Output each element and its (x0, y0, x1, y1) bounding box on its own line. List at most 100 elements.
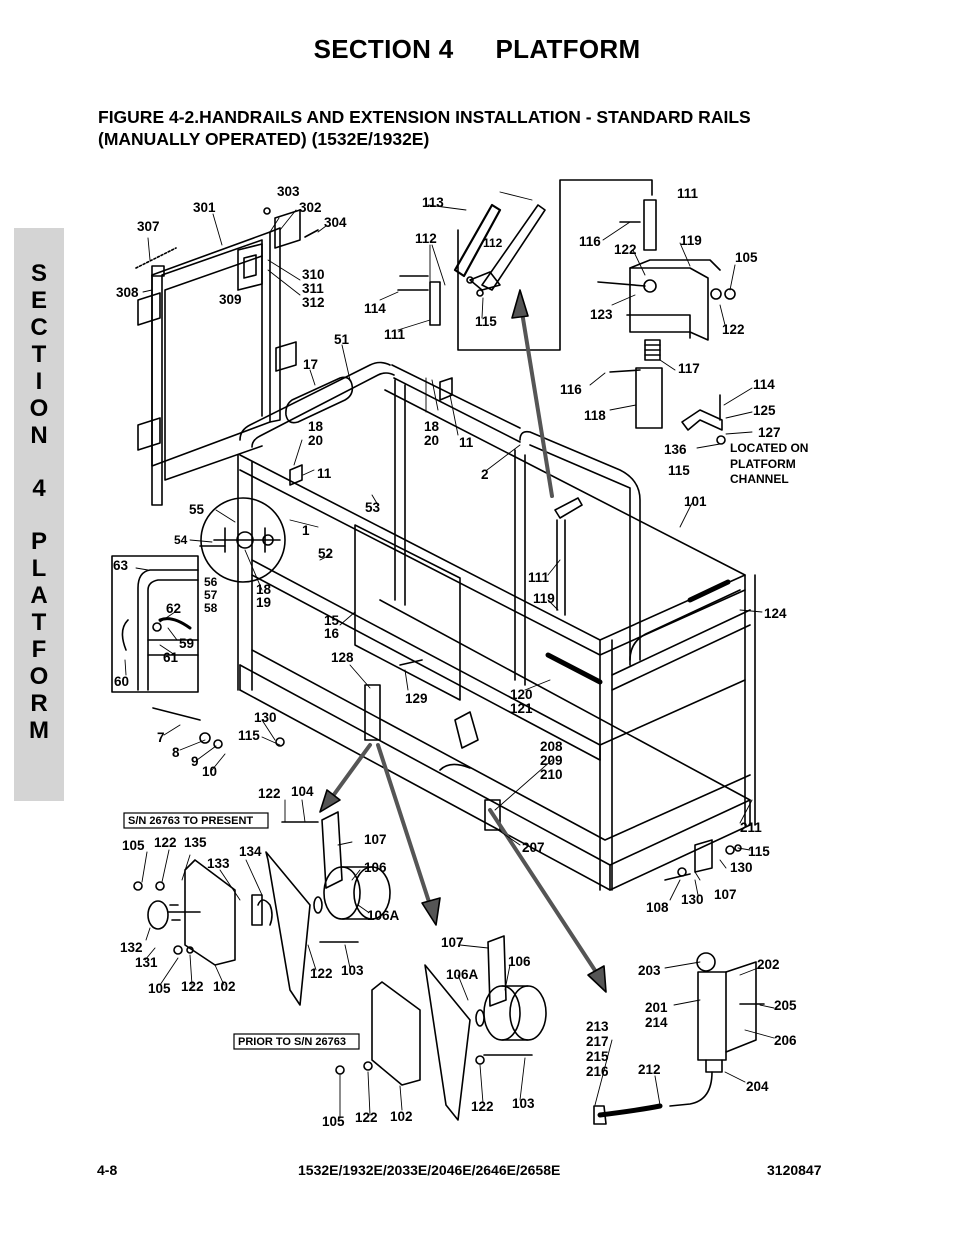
callout: 204 (746, 1079, 769, 1094)
callout: 104 (291, 784, 314, 799)
note-line: LOCATED ON (730, 441, 808, 455)
switch-assembly-drawing (593, 952, 765, 1125)
callout: 122 (258, 786, 281, 801)
callout: 115 (475, 314, 497, 329)
callout: 209 (540, 753, 563, 768)
callout: 114 (753, 377, 775, 392)
callout: 302 (299, 200, 322, 215)
callout: 205 (774, 998, 797, 1013)
side-tab-letter: N (30, 422, 48, 449)
model-list: 1532E/1932E/2033E/2046E/2646E/2658E (298, 1162, 561, 1178)
callout: 307 (137, 219, 160, 234)
callout: 113 (422, 195, 444, 210)
callout-leaders (124, 191, 775, 1119)
callout: 105 (735, 250, 758, 265)
callout: 9 (191, 754, 199, 769)
callout: 7 (157, 730, 165, 745)
callout: 11 (459, 435, 474, 450)
callout: 115 (238, 728, 260, 743)
callout: 122 (614, 242, 637, 257)
callout: 16 (324, 626, 340, 641)
side-tab-letter: T (31, 341, 47, 368)
callout: 202 (757, 957, 780, 972)
callout: 134 (239, 844, 262, 859)
side-tab-letter: O (29, 663, 49, 690)
side-tab-letter: A (30, 582, 48, 609)
side-tab-letter: R (30, 690, 48, 717)
callout-labels: 303 301 302 304 307 308 309 310 311 312 … (113, 184, 808, 1129)
callout: 103 (512, 1096, 535, 1111)
sn-present-label: S/N 26763 TO PRESENT (128, 815, 253, 827)
callout: 102 (390, 1109, 413, 1124)
side-tab-letter: L (31, 555, 47, 582)
callout: 114 (364, 301, 386, 316)
callout: 208 (540, 739, 563, 754)
bumper-assembly-present-drawing (133, 811, 391, 1006)
callout: 108 (646, 900, 669, 915)
callout: 102 (213, 979, 236, 994)
callout: 311 (302, 281, 324, 296)
side-tab-letter: F (31, 636, 47, 663)
callout: 132 (120, 940, 143, 955)
callout: 1 (302, 523, 310, 538)
callout: 117 (678, 361, 700, 376)
callout: 53 (365, 500, 381, 515)
callout: 201 (645, 1000, 668, 1015)
callout: 118 (584, 408, 606, 423)
callout: 111 (384, 327, 406, 342)
callout: 10 (202, 764, 217, 779)
section-side-tab: S E C T I O N 4 P L A T F O R M (14, 228, 64, 801)
callout: 18 (308, 419, 324, 434)
page-number: 4-8 (97, 1162, 118, 1178)
side-tab-letter: E (30, 287, 47, 314)
callout: 20 (424, 433, 439, 448)
callout: 116 (560, 382, 582, 397)
callout: 57 (204, 588, 218, 602)
callout: 121 (510, 701, 533, 716)
callout: 107 (364, 832, 387, 847)
section-number: SECTION 4 (313, 34, 454, 64)
callout: 2 (481, 467, 489, 482)
callout: 111 (677, 186, 699, 201)
side-tab-letter: P (30, 528, 47, 555)
callout: 128 (331, 650, 354, 665)
callout: 206 (774, 1033, 797, 1048)
callout: 216 (586, 1064, 609, 1079)
platform-frame-drawing (237, 361, 756, 891)
callout: 106A (367, 908, 400, 923)
callout: 101 (684, 494, 707, 509)
callout: 135 (184, 835, 207, 850)
callout: 106 (364, 860, 387, 875)
callout: 122 (154, 835, 177, 850)
callout: 107 (714, 887, 737, 902)
side-tab-letter: C (30, 314, 48, 341)
note-line: CHANNEL (730, 472, 789, 486)
callout: 125 (753, 403, 776, 418)
side-tab-letter: S (30, 260, 47, 287)
document-number: 3120847 (767, 1162, 822, 1178)
sn-prior-box: PRIOR TO S/N 26763 (233, 1033, 360, 1050)
callout: 18 (424, 419, 440, 434)
callout: 308 (116, 285, 139, 300)
extension-gate-drawing (135, 207, 319, 506)
handle-detail-drawing (397, 179, 653, 351)
callout: 122 (471, 1099, 494, 1114)
side-tab-letter: T (31, 609, 47, 636)
leader-arrows (319, 289, 607, 993)
callout: 51 (334, 332, 350, 347)
callout: 213 (586, 1019, 609, 1034)
callout: 107 (441, 935, 464, 950)
callout: 217 (586, 1034, 609, 1049)
figure-title: FIGURE 4-2.HANDRAILS AND EXTENSION INSTA… (98, 106, 818, 150)
callout: 119 (680, 233, 702, 248)
callout: 106A (446, 967, 479, 982)
callout: 111 (528, 570, 550, 585)
callout: 106 (508, 954, 531, 969)
callout: 103 (341, 963, 364, 978)
side-tab-letter: I (35, 368, 43, 395)
callout: 55 (189, 502, 205, 517)
callout: 312 (302, 295, 325, 310)
side-tab-letter: O (29, 395, 49, 422)
callout: 303 (277, 184, 300, 199)
